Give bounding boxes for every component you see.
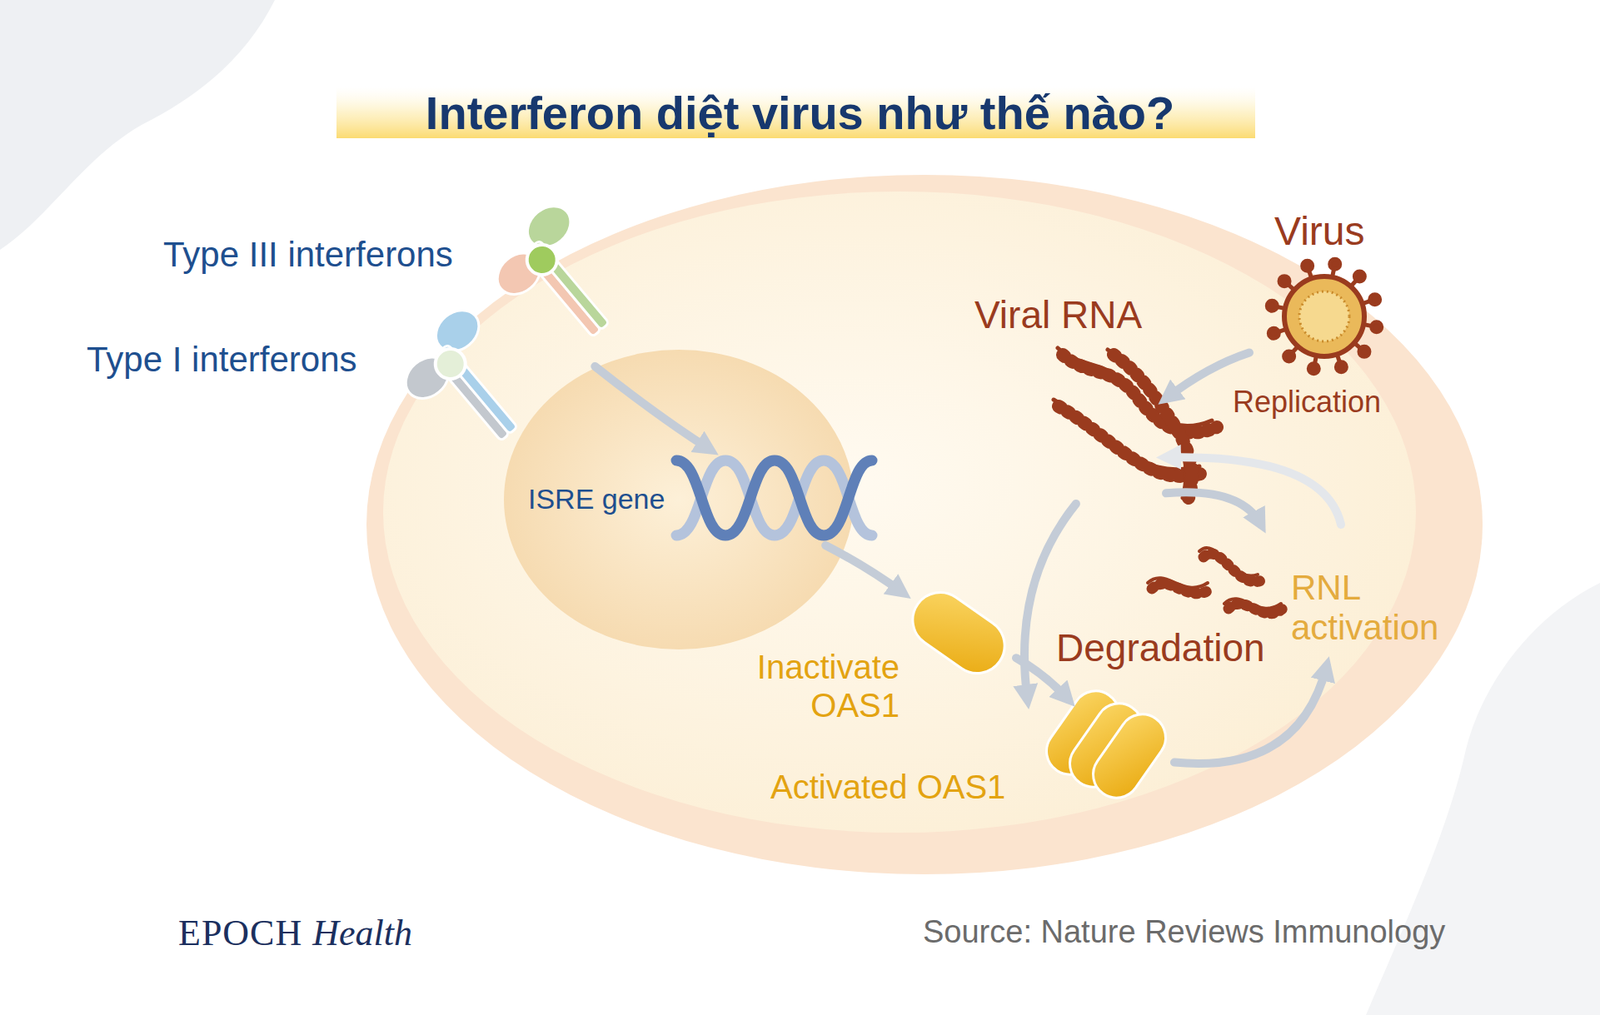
edge-label: Replication xyxy=(1232,384,1381,419)
node-text: Type III interferons xyxy=(163,234,454,275)
virus-spike-tip xyxy=(1335,362,1346,373)
pathway-arrow xyxy=(1174,666,1327,764)
source-note: Source: Nature Reviews Immunology xyxy=(922,914,1446,952)
brand-logo: Health xyxy=(312,912,413,956)
pathway-arrow xyxy=(1166,492,1262,525)
virus-spike-tip xyxy=(1330,259,1341,270)
brand-logo: EPOCH xyxy=(178,912,303,956)
virus-icon xyxy=(1266,259,1381,374)
node-text: Inactivate OAS1 xyxy=(732,647,900,725)
node-text: ISRE gene xyxy=(528,483,665,516)
cell-cytoplasm xyxy=(383,191,1416,833)
virus-spike-tip xyxy=(1370,294,1381,305)
oas1-inactive xyxy=(902,582,1016,685)
node-label: Viral RNA xyxy=(970,293,1167,504)
receptor-type-iii xyxy=(478,197,640,362)
node-label: Inactivate OAS1 xyxy=(732,593,1017,735)
oas1-activated xyxy=(1037,682,1176,808)
virus-spike-tip xyxy=(1371,322,1382,333)
node-text: Type I interferons xyxy=(86,339,358,380)
node-text: RNL activation xyxy=(1290,568,1471,649)
node-label: Type I interferons xyxy=(83,333,513,446)
receptor-type-i xyxy=(387,301,549,466)
pathway-arrow xyxy=(825,545,903,594)
virus-spike-tip xyxy=(1359,346,1370,357)
virus-spike-tip xyxy=(1268,328,1279,339)
node-text: Virus xyxy=(1274,208,1366,255)
node-label: Activated OAS1 xyxy=(766,699,1175,813)
viral-rna xyxy=(1053,348,1217,499)
dna-helix xyxy=(676,460,873,536)
node-text: Viral RNA xyxy=(974,293,1142,338)
rna-fragments xyxy=(1147,548,1283,614)
virus-spike-tip xyxy=(1266,300,1277,311)
node-label: ISRE gene xyxy=(524,449,875,546)
bg-blob xyxy=(0,0,275,250)
node-text: Activated OAS1 xyxy=(770,767,1006,807)
cell-outer xyxy=(366,174,1483,875)
virus-spike-tip xyxy=(1302,260,1313,271)
pathway-arrow xyxy=(1024,503,1077,700)
virus-spike-tip xyxy=(1279,276,1290,287)
virus-spike-tip xyxy=(1308,363,1319,374)
title: Interferon diệt virus như thế nào? xyxy=(0,86,1600,140)
virus-spike-tip xyxy=(1354,271,1365,282)
virus-spike-tip xyxy=(1284,351,1295,362)
pathway-arrow xyxy=(594,366,710,450)
node-label: Virus xyxy=(1249,204,1400,379)
pathway-arrow xyxy=(1166,457,1341,525)
edge-label: Degradation xyxy=(1056,626,1266,671)
